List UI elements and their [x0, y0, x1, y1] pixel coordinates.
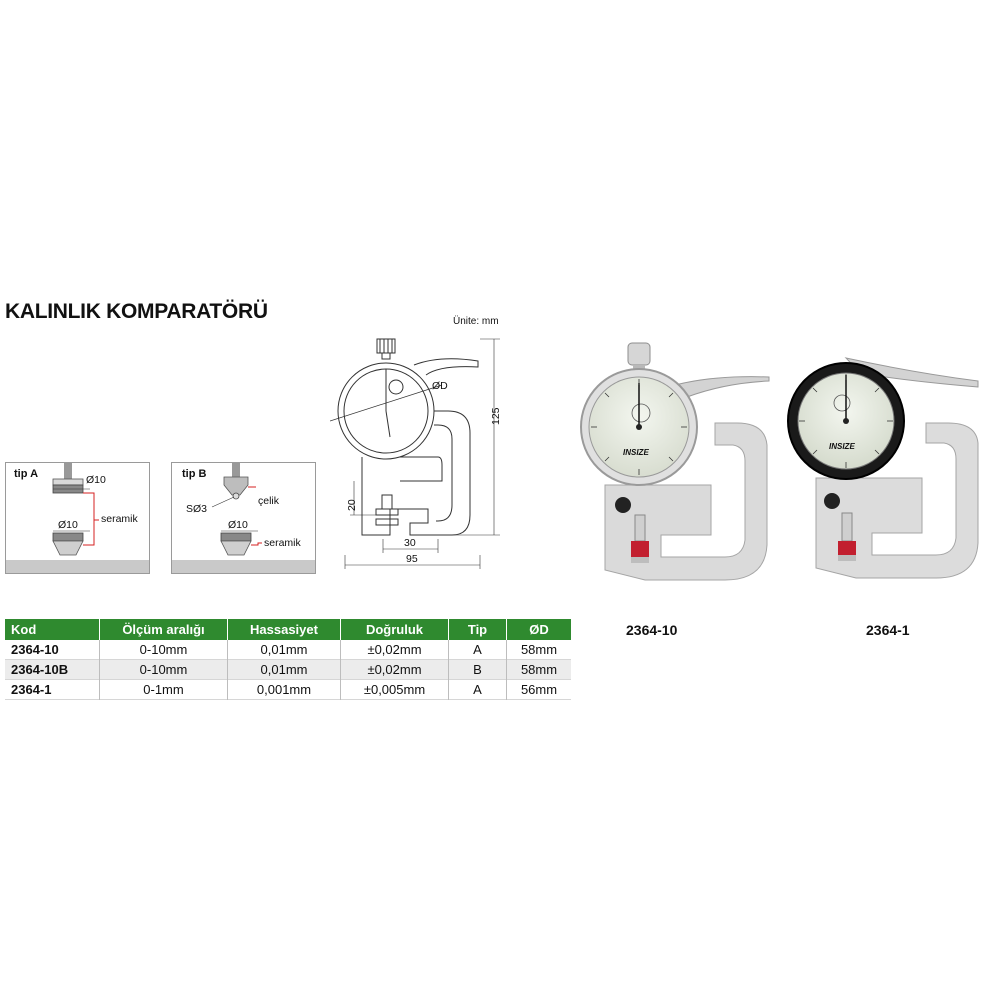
table-row: 2364-10B 0-10mm 0,01mm ±0,02mm B 58mm: [5, 659, 571, 680]
tip-b-diagram: [172, 463, 315, 573]
cell-tip: A: [448, 640, 507, 660]
table-row: 2364-10 0-10mm 0,01mm ±0,02mm A 58mm: [5, 640, 571, 660]
col-header-diameter: ØD: [506, 619, 571, 640]
tip-b-dia-bottom: Ø10: [228, 519, 248, 531]
unit-note: Ünite: mm: [453, 316, 499, 327]
col-header-code: Kod: [5, 619, 100, 640]
cell-range: 0-10mm: [99, 659, 228, 680]
tip-b-sphere: SØ3: [186, 503, 208, 515]
brand-logo-2364-10: INSIZE: [623, 448, 649, 457]
product-caption-2364-10: 2364-10: [626, 622, 678, 638]
tip-b-material-top: çelik: [258, 495, 280, 507]
table-row: 2364-1 0-1mm 0,001mm ±0,005mm A 56mm: [5, 679, 571, 700]
dim-diameter: ØD: [432, 380, 448, 392]
product-caption-2364-1: 2364-1: [866, 622, 910, 638]
tip-a-diagram: [6, 463, 149, 573]
cell-diameter: 58mm: [506, 659, 571, 680]
gauge-illustration: [580, 342, 770, 581]
cell-resolution: 0,01mm: [227, 659, 341, 680]
cell-code: 2364-10B: [5, 659, 100, 680]
tip-b-label: tip B: [182, 468, 207, 480]
cell-range: 0-10mm: [99, 640, 228, 660]
tip-a-panel: tip A Ø10 Ø10 seramik: [5, 462, 150, 574]
gauge-outline-drawing: [329, 338, 500, 569]
cell-code: 2364-1: [5, 679, 100, 700]
cell-diameter: 58mm: [506, 640, 571, 660]
cell-accuracy: ±0,02mm: [340, 659, 449, 680]
page-title: KALINLIK KOMPARATÖRÜ: [5, 300, 268, 323]
product-photo-2364-1: INSIZE: [786, 343, 986, 593]
col-header-range: Ölçüm aralığı: [99, 619, 228, 640]
cell-accuracy: ±0,02mm: [340, 640, 449, 660]
cell-tip: B: [448, 659, 507, 680]
tip-a-dia-bottom: Ø10: [58, 519, 78, 531]
brand-logo-2364-1: INSIZE: [829, 442, 855, 451]
tip-a-label: tip A: [14, 468, 39, 480]
dim-depth: 20: [346, 499, 358, 511]
spec-table: Kod Ölçüm aralığı Hassasiyet Doğruluk Ti…: [5, 619, 571, 700]
dim-throat: 30: [404, 537, 416, 549]
cell-range: 0-1mm: [99, 679, 228, 700]
table-header-row: Kod Ölçüm aralığı Hassasiyet Doğruluk Ti…: [5, 619, 571, 640]
col-header-resolution: Hassasiyet: [227, 619, 341, 640]
tip-a-dia-top: Ø10: [86, 474, 106, 486]
tip-b-panel: tip B çelik SØ3 Ø10 seramik: [171, 462, 316, 574]
cell-diameter: 56mm: [506, 679, 571, 700]
tip-a-material: seramik: [101, 513, 138, 525]
cell-accuracy: ±0,005mm: [340, 679, 449, 700]
cell-resolution: 0,01mm: [227, 640, 341, 660]
cell-tip: A: [448, 679, 507, 700]
product-photo-2364-10: INSIZE: [575, 335, 775, 590]
cell-resolution: 0,001mm: [227, 679, 341, 700]
dim-width: 95: [406, 553, 418, 565]
tip-b-material-bottom: seramik: [264, 537, 301, 549]
technical-drawing: ØD 125 20 30 95: [329, 325, 510, 575]
gauge-illustration: [787, 357, 979, 579]
col-header-accuracy: Doğruluk: [340, 619, 449, 640]
col-header-tip: Tip: [448, 619, 507, 640]
cell-code: 2364-10: [5, 640, 100, 660]
dim-height: 125: [490, 407, 502, 425]
